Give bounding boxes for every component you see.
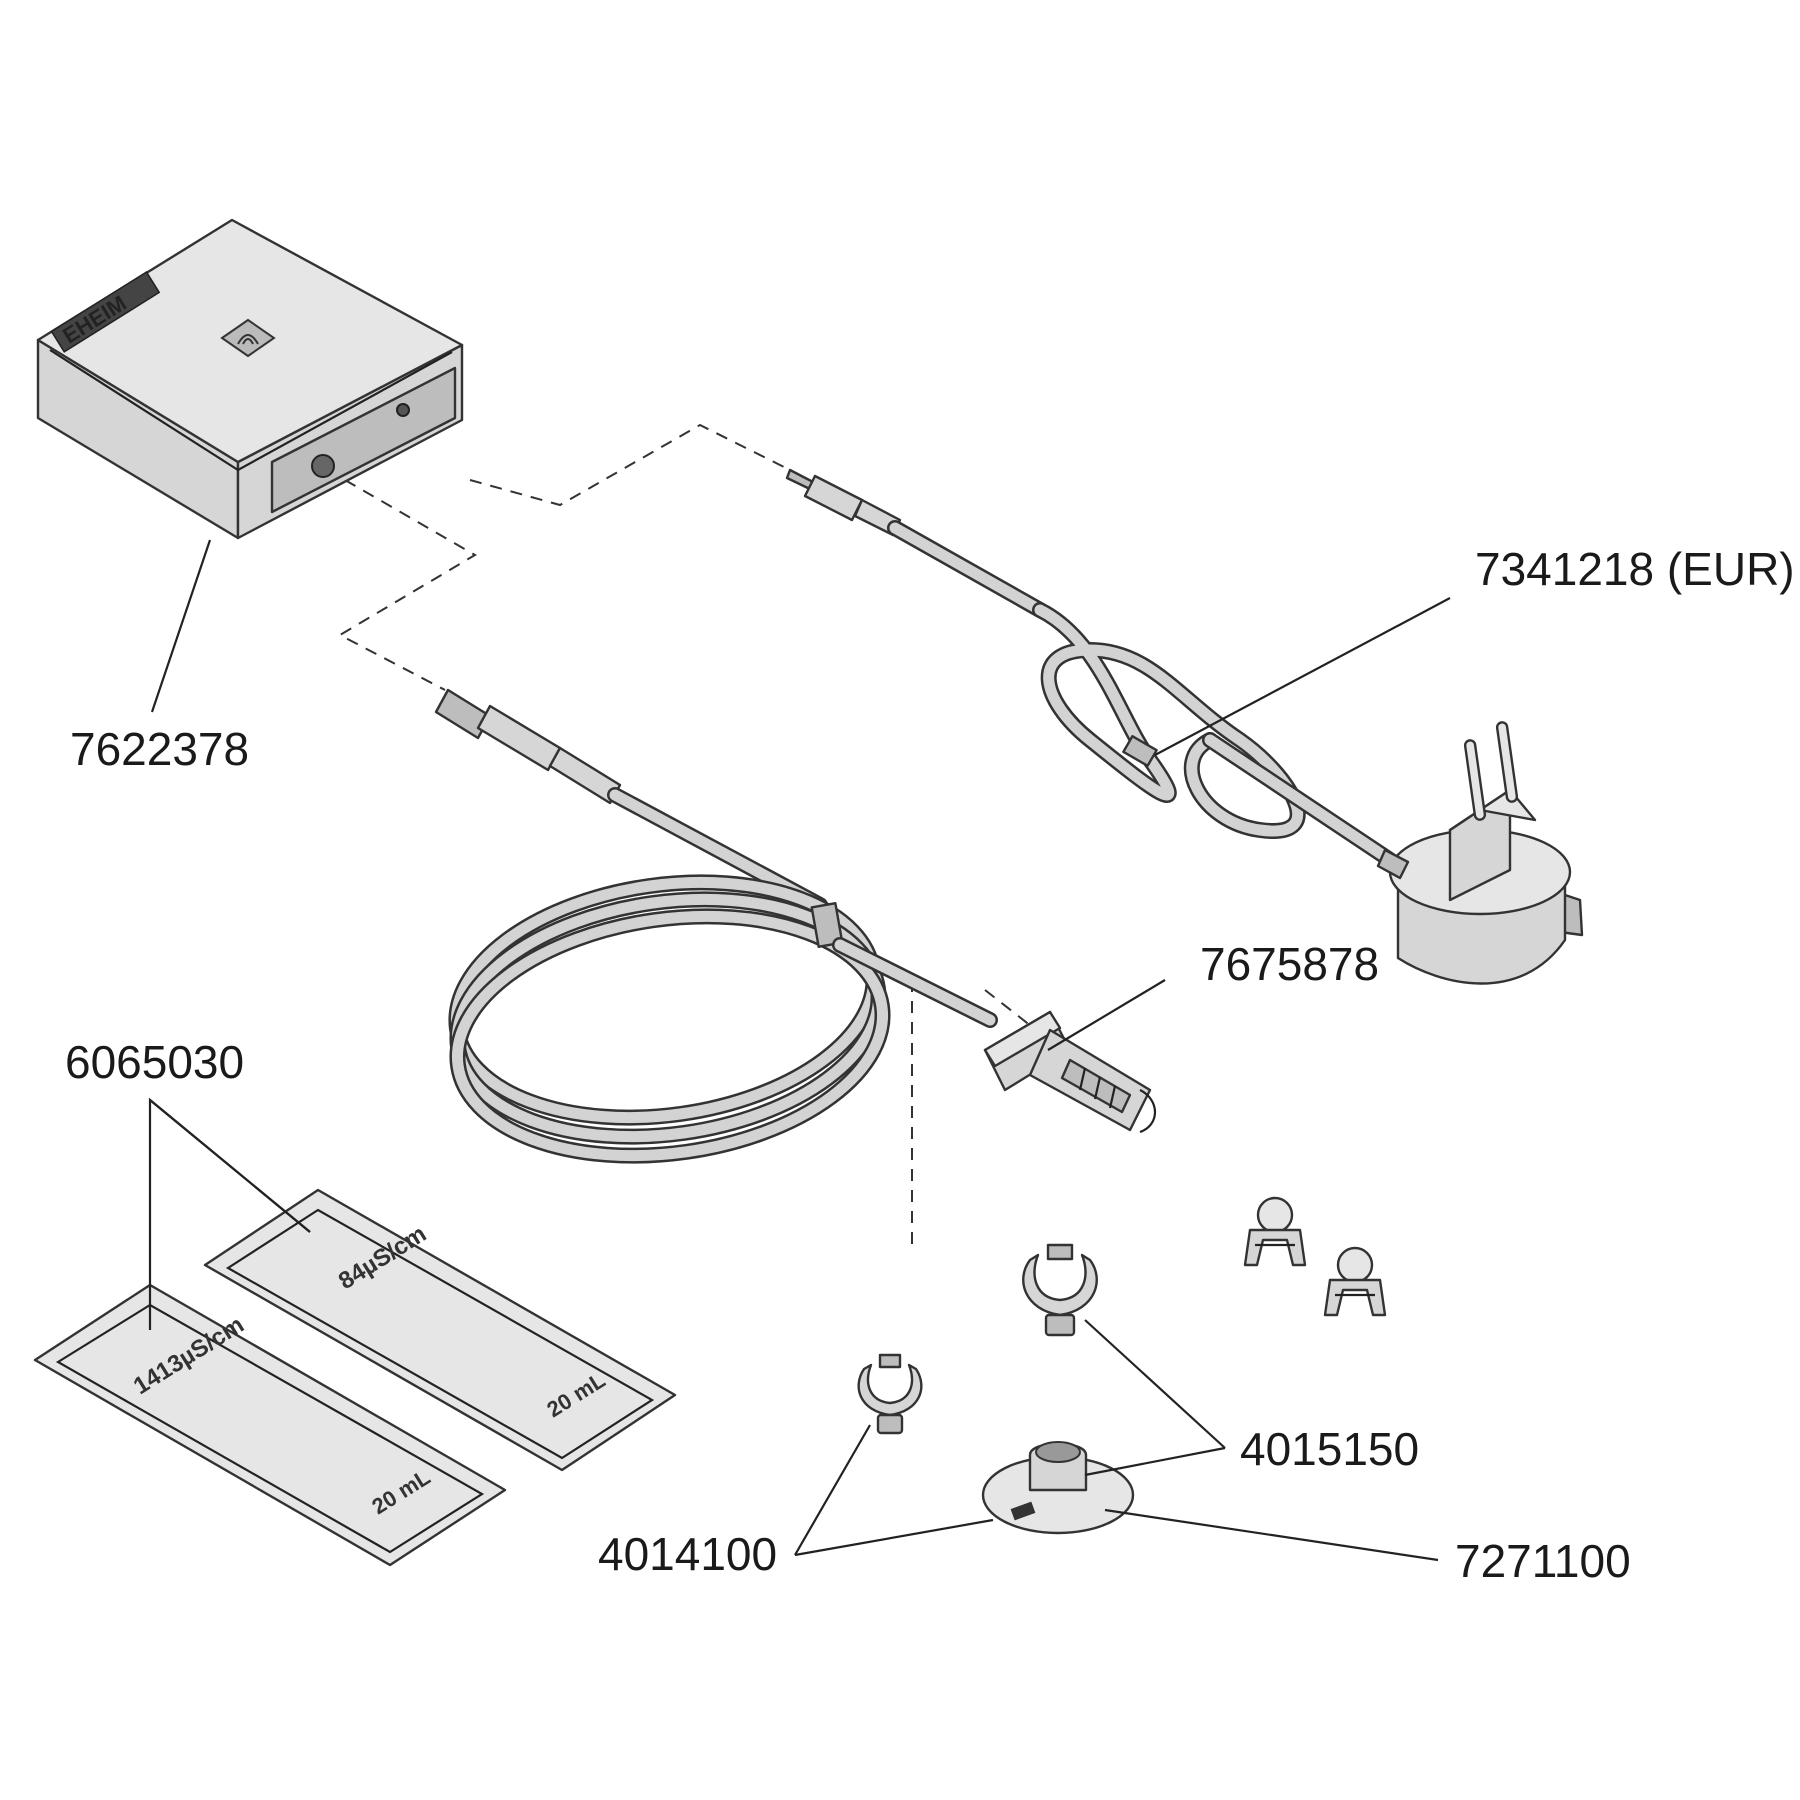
label-clip-small: 4014100 — [598, 1528, 777, 1580]
dc-plug — [785, 468, 902, 537]
leader-sensor-holder — [1047, 979, 1166, 1051]
part-labels: 7622378 7341218 (EUR) 7675878 6065030 40… — [65, 543, 1795, 1587]
clip-right-2 — [1323, 1246, 1387, 1317]
power-adapter-assembly — [785, 468, 1584, 985]
sensor-connector — [434, 688, 622, 805]
prong-right — [1495, 721, 1519, 803]
sensor-holder — [983, 1010, 1156, 1134]
guide-line-power — [469, 423, 791, 507]
leader-power-adapter — [1154, 597, 1451, 756]
label-suction-cup: 7271100 — [1455, 1535, 1631, 1587]
label-sensor-holder: 7675878 — [1200, 938, 1379, 990]
leader-clip-holder-1 — [1084, 1319, 1226, 1449]
leader-clip-small-1 — [794, 1424, 871, 1556]
clip-holder-upper — [1022, 1243, 1098, 1337]
label-controller: 7622378 — [70, 723, 249, 775]
clip-small-left — [857, 1353, 923, 1435]
wifi-button-icon — [220, 318, 276, 358]
power-adapter — [1376, 721, 1584, 985]
leader-controller — [150, 539, 212, 713]
label-clip-holder: 4015150 — [1240, 1423, 1419, 1475]
sachet-1413: 1413µS/cm 20 mL — [33, 1283, 507, 1567]
label-power-adapter: 7341218 (EUR) — [1475, 543, 1795, 595]
leader-clip-small-2 — [794, 1518, 994, 1557]
controller-bevel — [49, 349, 453, 472]
controller-box: EHEIM — [36, 218, 464, 540]
leader-suction-cup — [1104, 1508, 1439, 1562]
prong-left — [1463, 739, 1487, 821]
clip-pair-right — [1243, 1196, 1387, 1317]
sensor-cable-coil — [448, 874, 891, 1164]
leader-clip-holder-2 — [1084, 1446, 1226, 1477]
sensor-jack — [311, 454, 335, 478]
suction-cup — [981, 1441, 1135, 1535]
label-calibration-solutions: 6065030 — [65, 1036, 244, 1088]
coil-strap — [1122, 735, 1158, 767]
clip-right-1 — [1243, 1196, 1307, 1267]
leader-lines — [148, 539, 1451, 1562]
power-jack — [396, 403, 410, 417]
coil-strap-sensor — [810, 902, 844, 948]
power-cable-coil — [1032, 602, 1306, 840]
sensor-cable-assembly — [434, 688, 998, 1164]
calibration-sachets: 84µS/cm 20 mL 1413µS/cm 20 mL — [33, 1188, 677, 1567]
guide-line-sensor — [337, 479, 477, 691]
sachet-84: 84µS/cm 20 mL — [203, 1188, 677, 1472]
